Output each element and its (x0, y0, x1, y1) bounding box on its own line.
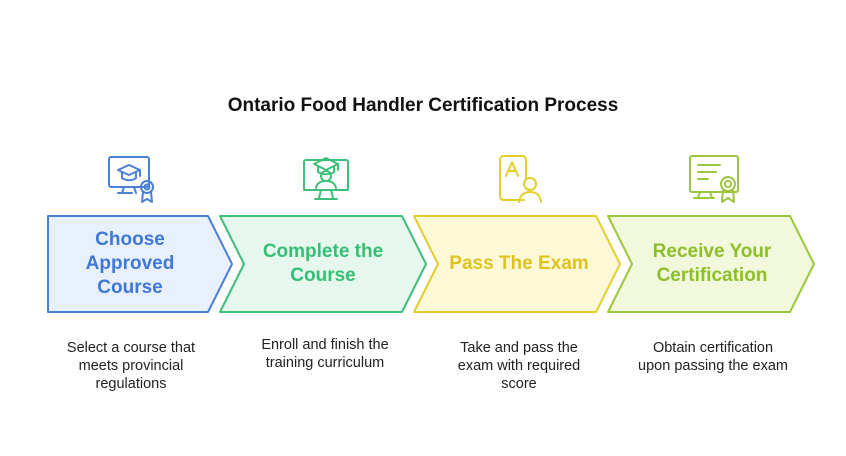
step-2-shape (219, 215, 427, 313)
step-1-shape (47, 215, 233, 313)
graduate-monitor-icon (303, 157, 349, 200)
step-2-label: Complete the Course (262, 241, 384, 286)
step-1-description: Select a course that meets provincial re… (66, 340, 196, 392)
certificate-document-icon (689, 155, 739, 203)
step-3-label: Pass The Exam (449, 253, 589, 274)
step-1-label: Choose Approved Course (85, 229, 175, 298)
diagram-title: Ontario Food Handler Certification Proce… (227, 95, 619, 116)
step-3-description: Take and pass the exam with required sco… (457, 340, 581, 392)
step-4-label: Receive Your Certification (652, 241, 772, 286)
exam-user-icon (499, 155, 542, 203)
step-4-shape (607, 215, 815, 313)
step-4-description: Obtain certification upon passing the ex… (638, 340, 788, 374)
step-2-description: Enroll and finish the training curriculu… (261, 337, 389, 371)
step-3-shape (413, 215, 621, 313)
certificate-monitor-icon (108, 156, 154, 203)
